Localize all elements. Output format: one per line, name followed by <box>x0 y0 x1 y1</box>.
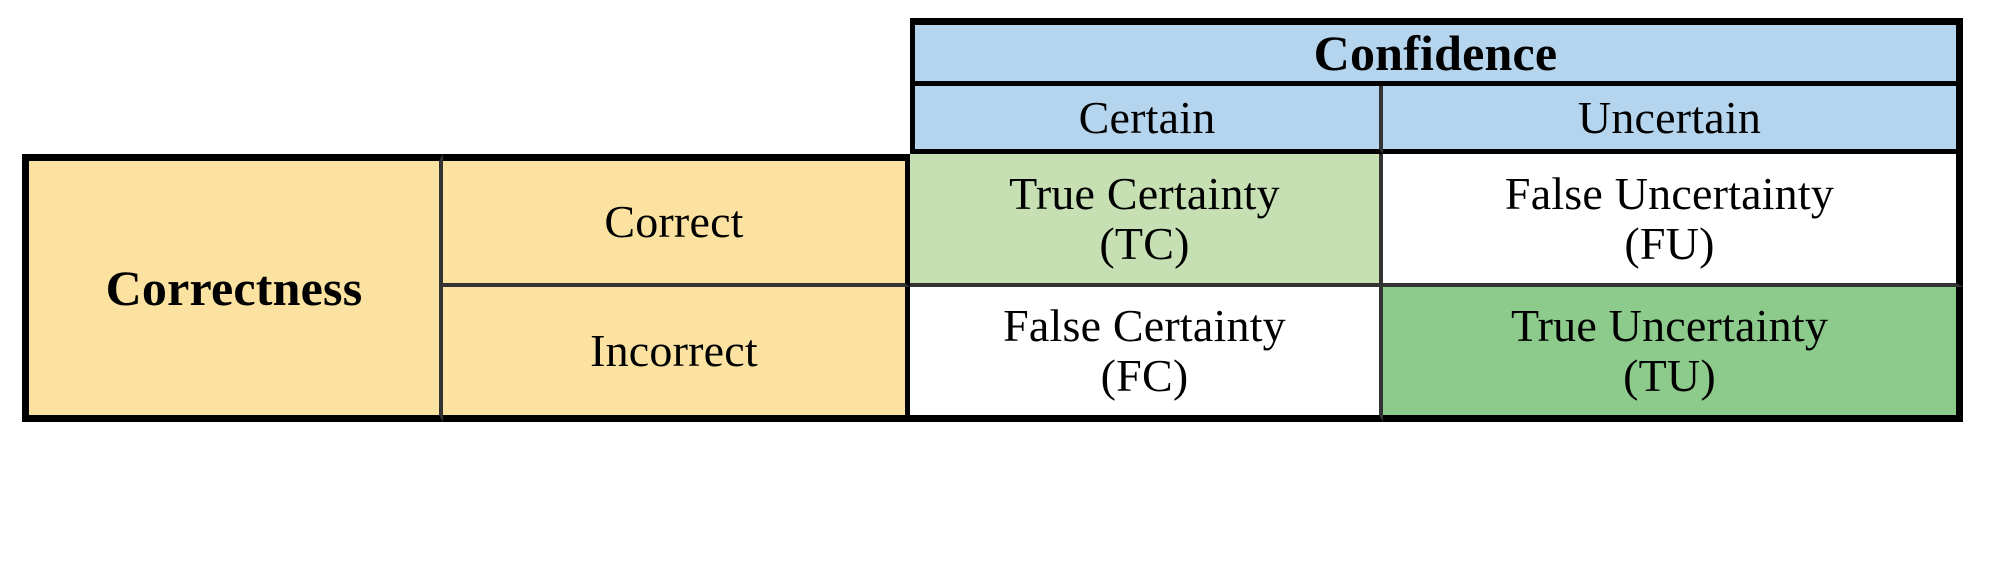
matrix-cell-true-certainty-text: True Certainty (TC) <box>1009 167 1280 269</box>
matrix-cell-false-uncertainty-name: False Uncertainty <box>1504 167 1835 219</box>
matrix-cell-false-certainty: False Certainty (FC) <box>910 287 1383 422</box>
matrix-cell-true-uncertainty-abbrev: (TU) <box>1623 350 1716 401</box>
row-header-correct-label: Correct <box>604 196 744 248</box>
matrix-cell-true-certainty-name: True Certainty <box>1009 167 1280 219</box>
row-header-correct: Correct <box>443 154 910 287</box>
column-header-uncertain: Uncertain <box>1383 86 1963 154</box>
matrix-cell-true-uncertainty: True Uncertainty (TU) <box>1383 287 1963 422</box>
matrix-grid: Confidence Certain Uncertain Correctness… <box>22 18 1963 422</box>
matrix-cell-false-uncertainty: False Uncertainty (FU) <box>1383 154 1963 287</box>
row-group-header-correctness: Correctness <box>22 154 443 422</box>
matrix-cell-false-uncertainty-abbrev: (FU) <box>1624 217 1715 269</box>
column-header-uncertain-label: Uncertain <box>1577 91 1762 143</box>
matrix-cell-true-uncertainty-text: True Uncertainty (TU) <box>1511 301 1828 400</box>
matrix-corner-blank <box>22 18 910 154</box>
column-header-certain-label: Certain <box>1078 91 1216 143</box>
row-group-header-correctness-label: Correctness <box>105 260 363 316</box>
matrix-cell-false-certainty-abbrev: (FC) <box>1100 350 1189 401</box>
column-group-header-confidence-label: Confidence <box>1313 25 1558 81</box>
matrix-cell-false-certainty-name: False Certainty <box>1003 300 1286 352</box>
matrix-cell-true-uncertainty-name: True Uncertainty <box>1510 300 1829 352</box>
row-header-incorrect: Incorrect <box>443 287 910 422</box>
matrix-cell-false-uncertainty-text: False Uncertainty (FU) <box>1504 167 1835 269</box>
matrix-cell-true-certainty-abbrev: (TC) <box>1099 217 1190 269</box>
matrix-cell-false-certainty-text: False Certainty (FC) <box>1003 301 1286 400</box>
row-header-incorrect-label: Incorrect <box>590 325 758 377</box>
column-header-certain: Certain <box>910 86 1383 154</box>
column-group-header-confidence: Confidence <box>910 18 1963 86</box>
matrix-cell-true-certainty: True Certainty (TC) <box>910 154 1383 287</box>
